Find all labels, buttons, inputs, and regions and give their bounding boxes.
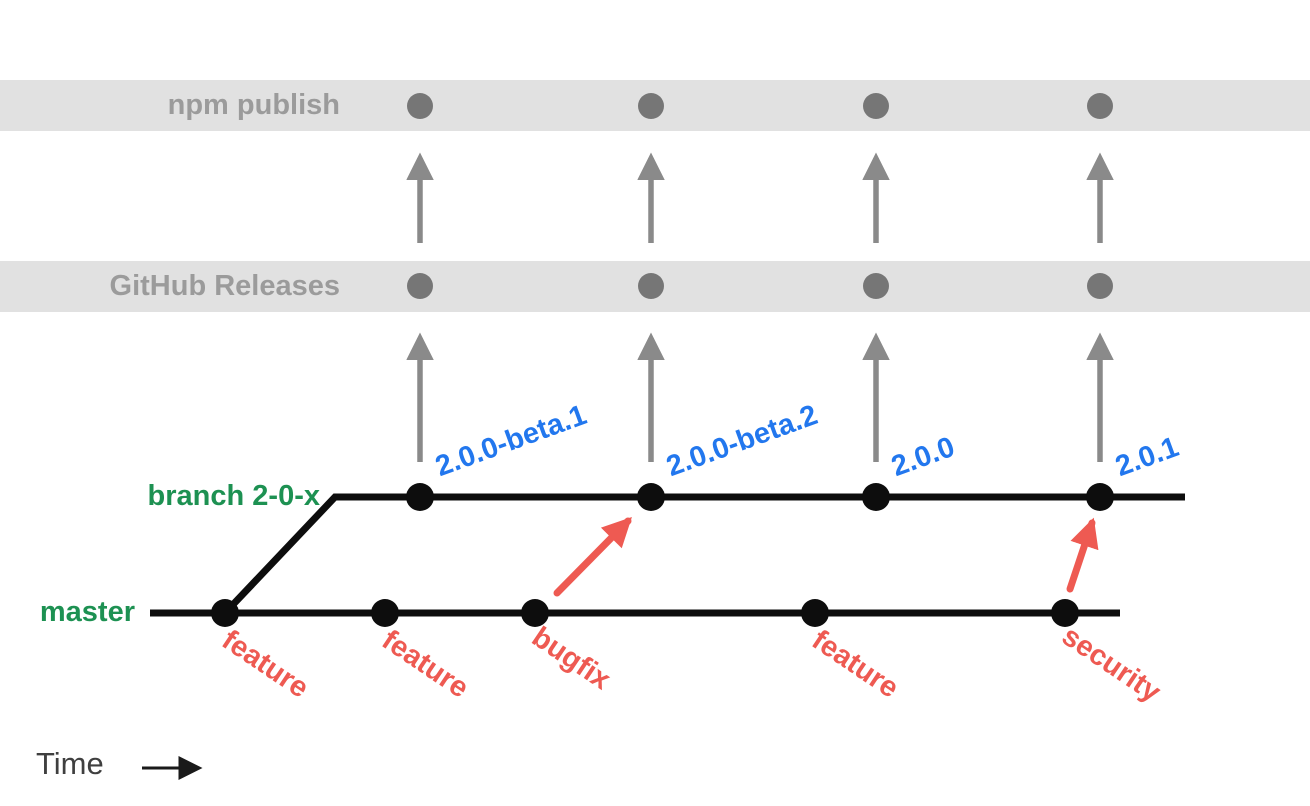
github-release-dots [407,273,1113,299]
github-to-npm-arrows [406,152,1114,243]
master-commit-dots [211,599,1079,627]
branch-2-0-x-label: branch 2-0-x [147,480,320,512]
release-to-github-arrows [406,332,1114,462]
branch-commit-dots [406,483,1114,511]
master-label: master [39,596,135,628]
npm-publish-dots [407,93,1113,119]
cherry-pick-arrows [553,517,1099,597]
branch-2-0-x-line [222,493,1185,616]
time-axis-label: Time [36,746,104,781]
github-releases-label: GitHub Releases [109,270,340,302]
npm-publish-label: npm publish [167,89,340,121]
